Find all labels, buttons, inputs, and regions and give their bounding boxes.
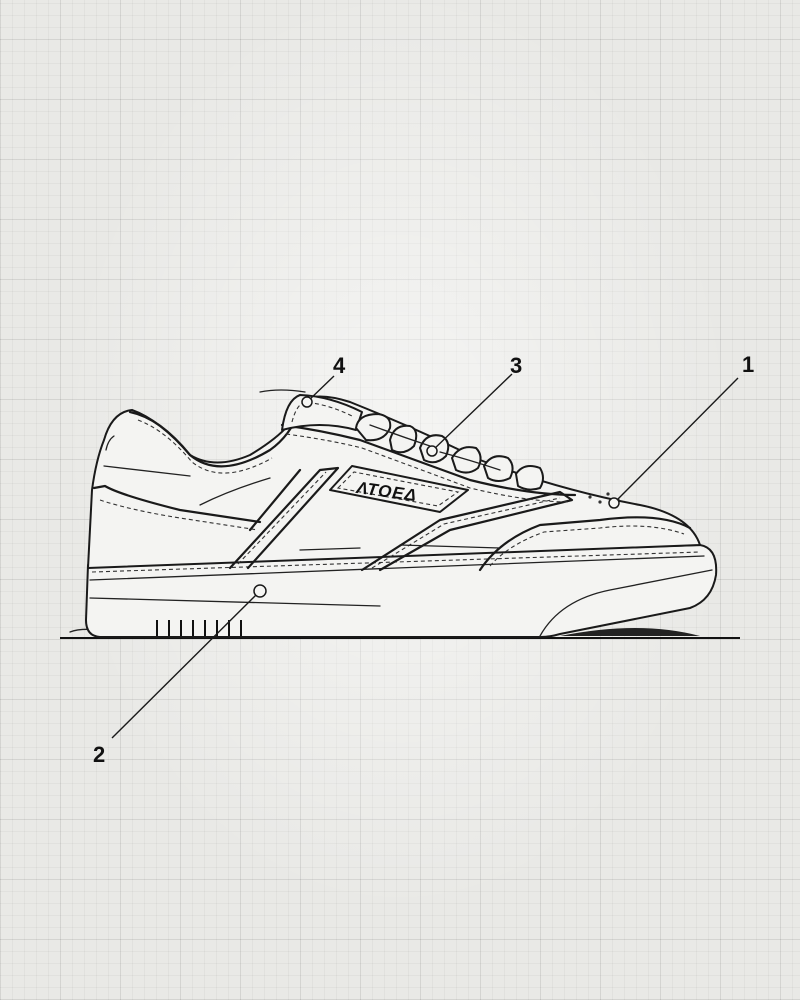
callout-2-label: 2: [93, 742, 105, 767]
callout-4-marker: [301, 396, 313, 408]
callout-2: 2: [93, 584, 267, 767]
callout-3: 3: [426, 353, 522, 457]
callout-2-marker: [253, 584, 267, 598]
callout-3-marker: [426, 445, 438, 457]
heel-ridges: [156, 620, 242, 636]
callout-3-label: 3: [510, 353, 522, 378]
callout-4: 4: [301, 353, 346, 408]
callout-4-label: 4: [333, 353, 346, 378]
tongue: [281, 394, 363, 431]
callout-1: 1: [608, 352, 754, 509]
laces: [355, 413, 544, 491]
callout-1-marker: [608, 497, 620, 509]
sole: [85, 544, 718, 638]
callout-1-label: 1: [742, 352, 754, 377]
